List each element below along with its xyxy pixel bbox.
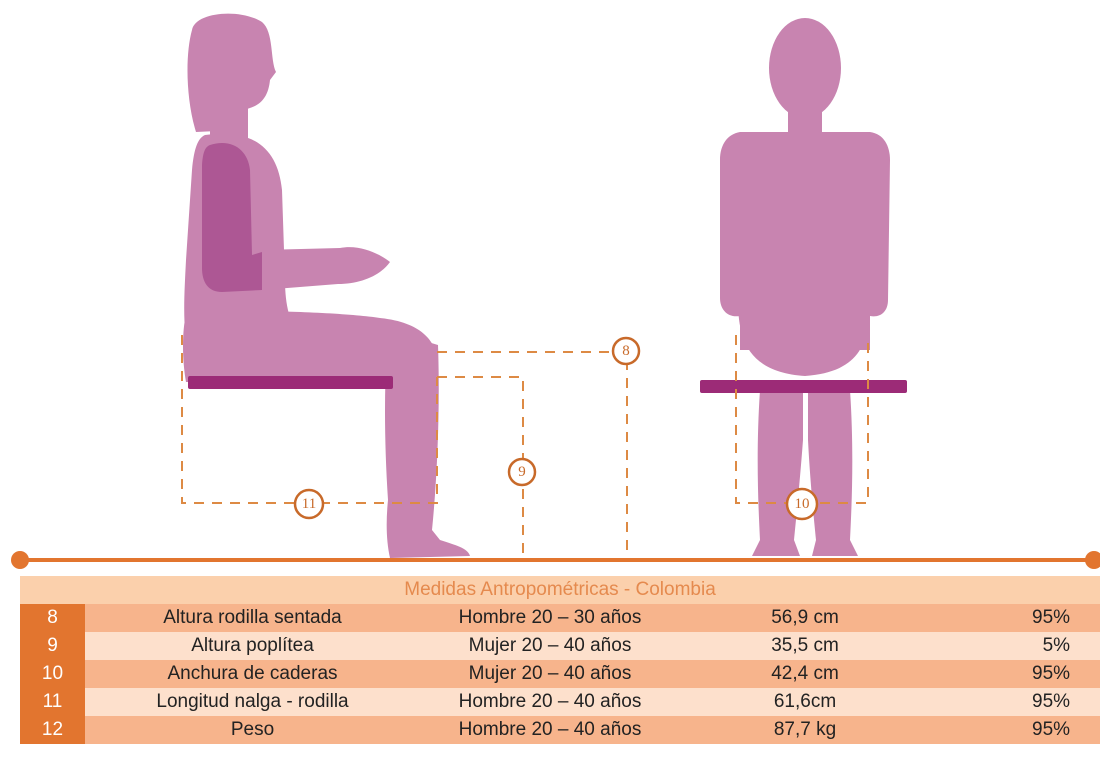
floor-line-right-dot [1085, 551, 1100, 569]
population-group: Mujer 20 – 40 años [420, 632, 680, 660]
table-row: 11 Longitud nalga - rodilla Hombre 20 – … [20, 688, 1100, 716]
svg-text:8: 8 [622, 343, 630, 359]
measure-name: Anchura de caderas [85, 660, 420, 688]
measure-name: Longitud nalga - rodilla [85, 688, 420, 716]
badge-8: 8 [611, 336, 641, 366]
measure-value: 61,6cm [680, 688, 930, 716]
front-view-seated-figure [720, 18, 890, 556]
percentile: 95% [930, 716, 1100, 744]
table-title: Medidas Antropométricas - Colombia [20, 576, 1100, 604]
measure-name: Peso [85, 716, 420, 744]
population-group: Hombre 20 – 40 años [420, 716, 680, 744]
table-row: 10 Anchura de caderas Mujer 20 – 40 años… [20, 660, 1100, 688]
badge-11: 11 [293, 488, 325, 520]
population-group: Hombre 20 – 30 años [420, 604, 680, 632]
row-number: 10 [20, 660, 85, 688]
measure-value: 42,4 cm [680, 660, 930, 688]
percentile: 95% [930, 688, 1100, 716]
measure-name: Altura rodilla sentada [85, 604, 420, 632]
percentile: 95% [930, 604, 1100, 632]
front-view-seat [700, 380, 907, 393]
svg-text:9: 9 [518, 464, 526, 480]
table-row: 9 Altura poplítea Mujer 20 – 40 años 35,… [20, 632, 1100, 660]
row-number: 11 [20, 688, 85, 716]
side-view-arm-shade [202, 142, 262, 292]
knee-height-dashed-guide [437, 351, 628, 560]
table-row: 12 Peso Hombre 20 – 40 años 87,7 kg 95% [20, 716, 1100, 744]
side-view-seat [188, 376, 393, 389]
table-title-row: Medidas Antropométricas - Colombia [20, 576, 1100, 604]
anthropometric-measures-table: Medidas Antropométricas - Colombia 8 Alt… [20, 576, 1100, 744]
badge-10: 10 [785, 487, 819, 521]
badge-9: 9 [507, 457, 537, 487]
measure-value: 35,5 cm [680, 632, 930, 660]
measure-name: Altura poplítea [85, 632, 420, 660]
population-group: Hombre 20 – 40 años [420, 688, 680, 716]
population-group: Mujer 20 – 40 años [420, 660, 680, 688]
row-number: 9 [20, 632, 85, 660]
row-number: 12 [20, 716, 85, 744]
measure-value: 56,9 cm [680, 604, 930, 632]
popliteal-height-dashed-guide [437, 376, 524, 560]
svg-text:10: 10 [795, 496, 810, 512]
percentile: 5% [930, 632, 1100, 660]
row-number: 8 [20, 604, 85, 632]
svg-text:11: 11 [302, 496, 316, 512]
anthropometric-figure: 8 9 11 10 [11, 13, 1100, 569]
percentile: 95% [930, 660, 1100, 688]
table-row: 8 Altura rodilla sentada Hombre 20 – 30 … [20, 604, 1100, 632]
measure-value: 87,7 kg [680, 716, 930, 744]
floor-line-left-dot [11, 551, 29, 569]
